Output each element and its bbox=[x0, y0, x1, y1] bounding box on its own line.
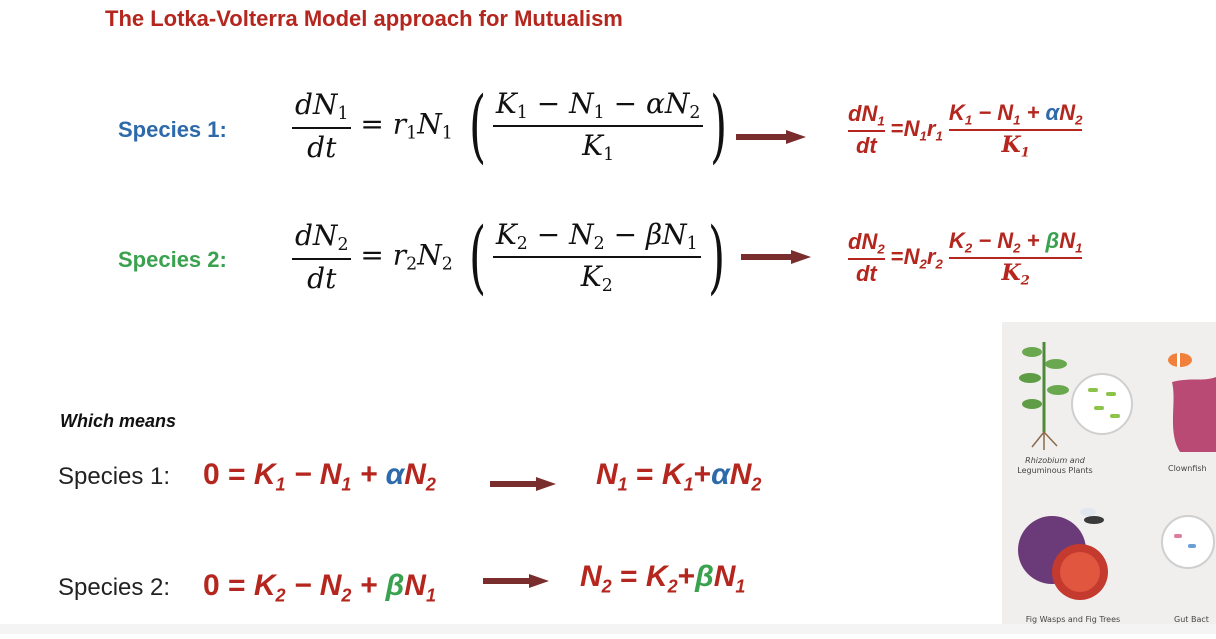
line2-label: Species 2: bbox=[58, 574, 171, 601]
caption-fig: Fig Wasps and Fig Trees bbox=[1025, 615, 1121, 624]
which-means-heading: Which means bbox=[60, 411, 177, 431]
arrow-icon bbox=[741, 250, 811, 264]
arrow-icon bbox=[483, 574, 549, 588]
mutualism-illustration: Rhizobium and Leguminous Plants Clownfis… bbox=[1002, 322, 1216, 634]
arrow-icon bbox=[490, 477, 556, 491]
n2-solution: N2 = K2+βN1 bbox=[580, 560, 746, 597]
species1-label: Species 1: bbox=[118, 117, 227, 142]
caption-rhizobium-1: Rhizobium and bbox=[1025, 456, 1085, 465]
equilibrium1-equation: 0 = K1 − N1 + αN2 bbox=[203, 458, 436, 495]
n1-solution: N1 = K1+αN2 bbox=[596, 458, 762, 495]
arrow-icon bbox=[736, 130, 806, 144]
equilibrium2-equation: 0 = K2 − N2 + βN1 bbox=[203, 569, 436, 606]
page-title: The Lotka-Volterra Model approach for Mu… bbox=[105, 6, 623, 31]
species2-label: Species 2: bbox=[118, 247, 227, 272]
caption-rhizobium-2: Leguminous Plants bbox=[1017, 465, 1093, 475]
bottom-band bbox=[0, 624, 1216, 634]
mutualism-examples-image bbox=[1018, 342, 1216, 600]
line1-label: Species 1: bbox=[58, 463, 171, 490]
caption-gut: Gut Bact bbox=[1174, 615, 1209, 624]
caption-clownfish: Clownfish bbox=[1168, 464, 1207, 473]
